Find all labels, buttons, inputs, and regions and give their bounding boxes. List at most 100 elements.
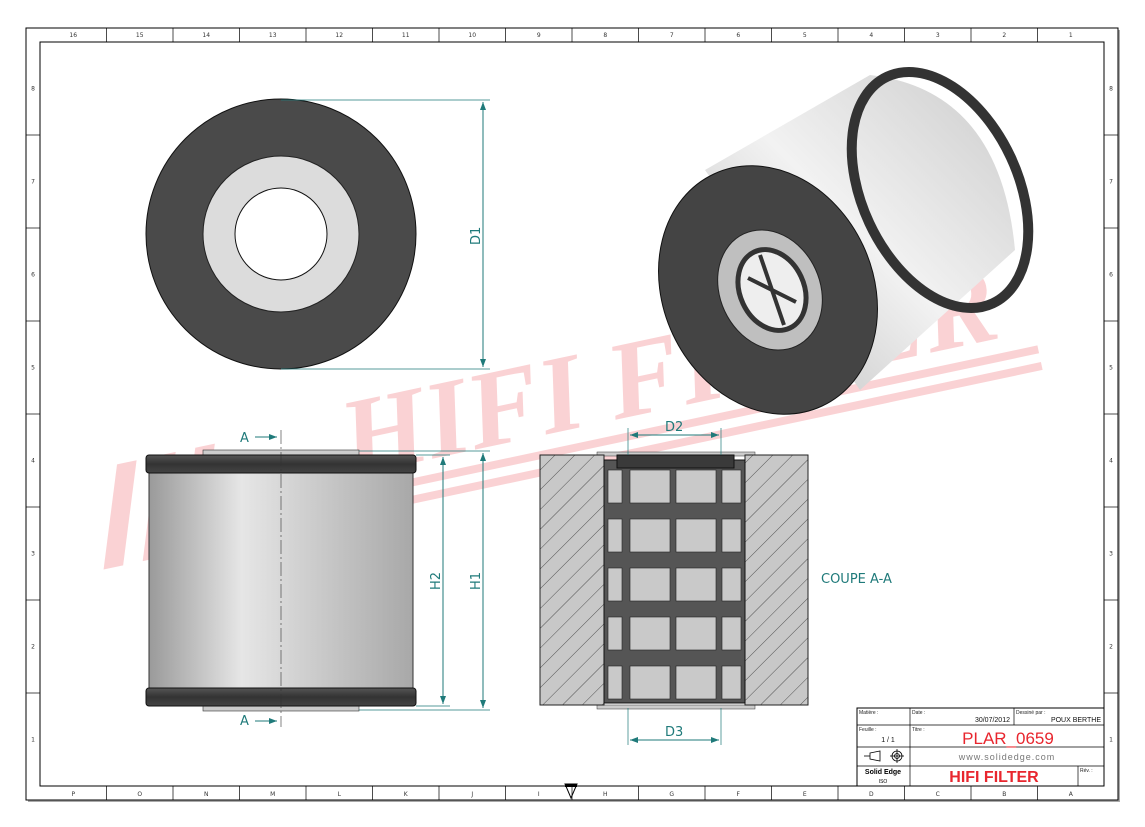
core-window — [629, 567, 671, 602]
core-window — [607, 616, 623, 651]
d2-label: D2 — [665, 420, 683, 435]
front-view — [145, 430, 417, 727]
title-label: Titre : — [912, 727, 925, 733]
border-column-label-bottom: D — [869, 791, 874, 798]
core-window — [721, 665, 742, 700]
border-column-label-top: 8 — [603, 32, 607, 39]
top-view — [145, 98, 417, 370]
dimension-d1: D1 — [281, 99, 490, 370]
border-column-label-top: 16 — [69, 32, 77, 39]
website-text: www.solidedge.com — [958, 752, 1056, 762]
border-column-label-bottom: A — [1069, 791, 1074, 798]
border-column-label-top: 12 — [335, 32, 343, 39]
date-value: 30/07/2012 — [975, 717, 1010, 724]
core-window — [607, 665, 623, 700]
border-row-label-right: 4 — [1109, 458, 1113, 465]
isometric-view — [658, 67, 1034, 415]
border-column-label-top: 3 — [936, 32, 940, 39]
core-window — [607, 567, 623, 602]
border-row-label-left: 8 — [31, 86, 35, 93]
border-row-label-right: 1 — [1109, 737, 1113, 744]
border-column-label-bottom: F — [737, 791, 741, 798]
core-window — [721, 469, 742, 504]
border-row-label-right: 3 — [1109, 551, 1113, 558]
border-row-label-left: 1 — [31, 737, 35, 744]
border-labels: 16P15O14N13M12L11K10J9I8H7G6F5E4D3C2B1A8… — [26, 28, 1118, 800]
border-column-label-top: 11 — [402, 32, 410, 39]
h1-label: H1 — [469, 572, 484, 590]
core-window — [607, 518, 623, 553]
border-column-label-bottom: G — [669, 791, 674, 798]
border-column-label-top: 6 — [736, 32, 740, 39]
units-label: ISO — [879, 779, 888, 785]
core-window — [629, 665, 671, 700]
drawing-title: PLAR_0659 — [962, 729, 1054, 748]
border-row-label-left: 3 — [31, 551, 35, 558]
core-window — [675, 567, 717, 602]
border-row-label-right: 5 — [1109, 365, 1113, 372]
core-window — [607, 469, 623, 504]
core-window — [721, 567, 742, 602]
border-row-label-right: 8 — [1109, 86, 1113, 93]
border-column-label-bottom: H — [603, 791, 608, 798]
core-window — [675, 616, 717, 651]
border-column-label-bottom: L — [338, 791, 342, 798]
border-column-label-top: 14 — [202, 32, 210, 39]
core-window — [675, 665, 717, 700]
section-label: COUPE A-A — [821, 572, 892, 587]
border-column-label-bottom: B — [1002, 791, 1006, 798]
border-row-label-left: 2 — [31, 644, 35, 651]
title-block: Matière : Date : 30/07/2012 Dessiné par … — [856, 707, 1105, 787]
d3-label: D3 — [665, 725, 683, 740]
core-window — [675, 469, 717, 504]
border-column-label-bottom: M — [270, 791, 275, 798]
section-view — [539, 451, 809, 710]
section-markers: A A — [240, 431, 277, 729]
drawn-by-value: POUX BERTHE — [1051, 717, 1101, 724]
border-row-label-left: 5 — [31, 365, 35, 372]
software-label: Solid Edge — [865, 769, 901, 776]
sheet-value: 1 / 1 — [881, 737, 895, 744]
border-row-label-right: 6 — [1109, 272, 1113, 279]
border-column-label-top: 13 — [269, 32, 277, 39]
border-column-label-bottom: E — [803, 791, 807, 798]
core-window — [629, 616, 671, 651]
drawn-by-label: Dessiné par : — [1016, 710, 1045, 716]
border-column-label-bottom: J — [470, 791, 473, 798]
projection-symbol-icon — [864, 749, 904, 763]
border-row-label-right: 2 — [1109, 644, 1113, 651]
border-column-label-top: 10 — [468, 32, 476, 39]
dimension-h2: H2 — [416, 454, 450, 707]
border-row-label-right: 7 — [1109, 179, 1113, 186]
border-column-label-top: 5 — [803, 32, 807, 39]
section-marker-bottom: A — [240, 714, 249, 729]
dimension-d2: D2 — [627, 420, 722, 455]
border-column-label-bottom: O — [137, 791, 142, 798]
date-label: Date : — [912, 710, 925, 716]
border-row-label-left: 4 — [31, 458, 35, 465]
border-row-label-left: 7 — [31, 179, 35, 186]
dimension-d3: D3 — [627, 708, 722, 745]
revision-label: Rév. : — [1080, 768, 1093, 774]
core-window — [721, 616, 742, 651]
core-window — [721, 518, 742, 553]
border-column-label-top: 15 — [136, 32, 144, 39]
core-window — [629, 469, 671, 504]
core-window — [629, 518, 671, 553]
border-column-label-top: 2 — [1002, 32, 1006, 39]
border-column-label-top: 9 — [537, 32, 541, 39]
border-column-label-bottom: I — [538, 791, 540, 798]
d1-label: D1 — [469, 227, 484, 245]
border-row-label-left: 6 — [31, 272, 35, 279]
border-column-label-bottom: N — [204, 791, 209, 798]
material-label: Matière : — [859, 710, 878, 716]
sheet-label: Feuille : — [859, 727, 877, 733]
h2-label: H2 — [429, 572, 444, 590]
border-column-label-top: 4 — [869, 32, 873, 39]
border-column-label-bottom: K — [404, 791, 409, 798]
dimension-h1: H1 — [359, 450, 490, 711]
centering-mark-icon — [564, 783, 578, 800]
border-column-label-top: 1 — [1069, 32, 1073, 39]
section-marker-top: A — [240, 431, 249, 446]
